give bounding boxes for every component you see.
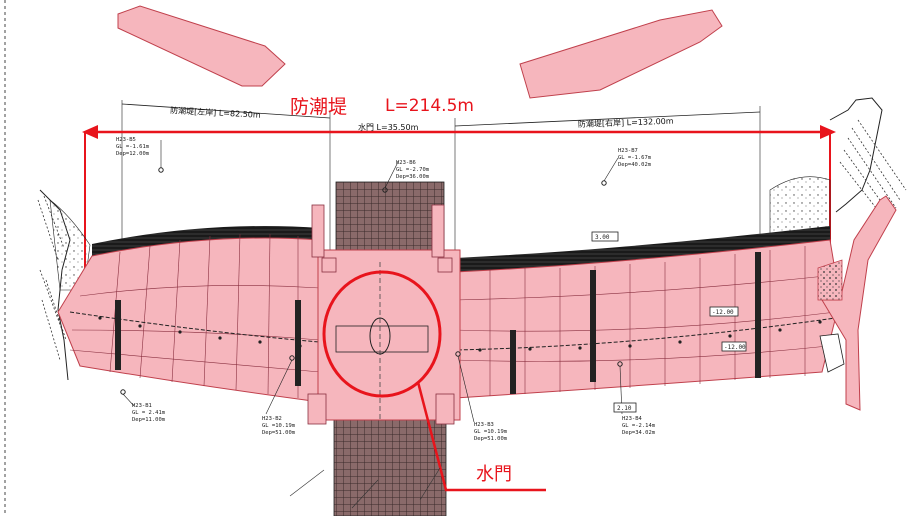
gate-downstream-grid xyxy=(333,415,447,516)
embankment-left xyxy=(57,237,321,403)
borehole-labels: H23-B5 GL =-1.61m Dep=12.00m H23-B6 GL =… xyxy=(116,137,656,442)
dim-line-right xyxy=(454,111,761,127)
borehole-b3-gl: GL =10.19m xyxy=(474,429,508,435)
right-dotted-fill xyxy=(817,259,843,301)
borehole-b4-gl: GL =-2.14m xyxy=(622,423,656,429)
borehole-b7-dep: Dep=40.02m xyxy=(618,162,652,168)
piers xyxy=(115,252,761,394)
borehole-b4-id: H23-B4 xyxy=(622,416,643,422)
elevation-tag-2: -12.00 xyxy=(712,309,734,316)
gate-wing-walls xyxy=(307,204,455,425)
borehole-b7-id: H23-B7 xyxy=(618,148,638,154)
coastline-right xyxy=(829,97,883,213)
dim-label-right: 防潮堤[右岸] L=132.00m xyxy=(578,116,674,129)
right-triangle-marker xyxy=(819,333,845,373)
station-leaders xyxy=(289,467,441,509)
embankment-grid xyxy=(69,233,837,398)
borehole-b2-dep: Dep=51.00m xyxy=(262,430,296,436)
armor-band-right xyxy=(455,226,830,272)
borehole-b6-id: H23-B6 xyxy=(396,160,416,166)
borehole-b2-id: H23-B2 xyxy=(262,416,282,422)
block-upper-left xyxy=(117,5,286,87)
elevation-tag-labels: 3.00 -12.00 -12.00 2.10 xyxy=(595,234,746,412)
borehole-b1-dep: Dep=11.00m xyxy=(132,417,166,423)
borehole-b7-gl: GL =-1.67m xyxy=(618,155,652,161)
dim-label-gate: 水門 L=35.50m xyxy=(358,122,419,132)
elevation-tag-3: -12.00 xyxy=(724,344,746,351)
borehole-b6-dep: Dep=36.00m xyxy=(396,174,430,180)
borehole-b5-dep: Dep=12.00m xyxy=(116,151,150,157)
gate-leader-line xyxy=(416,381,546,492)
borehole-b2-gl: GL =10.19m xyxy=(262,423,296,429)
arrow-head-right xyxy=(820,125,836,139)
gate-highlight-circle xyxy=(322,270,442,398)
survey-points xyxy=(98,316,822,352)
gate-upstream-grid xyxy=(335,181,445,259)
length-label: L=214.5m xyxy=(385,96,474,116)
elevation-tag-1: 3.00 xyxy=(595,234,610,241)
armor-band-left xyxy=(92,226,320,258)
right-abutment xyxy=(821,195,897,411)
borehole-b3-dep: Dep=51.00m xyxy=(474,436,508,442)
gate-door xyxy=(335,325,429,353)
gate-label: 水門 xyxy=(476,464,512,485)
gate-structure xyxy=(317,249,461,421)
dim-label-left: 防潮堤[左岸] L=82.50m xyxy=(170,105,261,120)
borehole-b5-id: H23-B5 xyxy=(116,137,136,143)
borehole-b5-gl: GL =-1.61m xyxy=(116,144,150,150)
title-label: 防潮堤 xyxy=(290,96,347,118)
elevation-tag-4: 2.10 xyxy=(617,405,632,412)
dim-line-left xyxy=(121,103,331,119)
borehole-b3-id: H23-B3 xyxy=(474,422,494,428)
borehole-b4-dep: Dep=34.02m xyxy=(622,430,656,436)
shore-hatch-right xyxy=(839,119,907,219)
borehole-b6-gl: GL =-2.70m xyxy=(396,167,430,173)
block-upper-right xyxy=(519,9,723,99)
borehole-b1-id: H23-B1 xyxy=(132,403,152,409)
arrow-head-left xyxy=(82,125,98,139)
elevation-tag-boxes xyxy=(591,231,747,413)
borehole-b1-gl: GL = 2.41m xyxy=(132,410,166,416)
gate-hoist xyxy=(369,317,391,355)
